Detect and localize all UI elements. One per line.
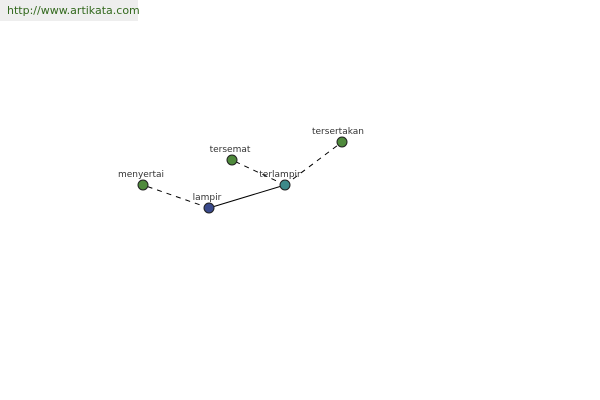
- edge-terlampir-tersertakan: [284, 141, 343, 186]
- watermark-url[interactable]: http://www.artikata.com: [0, 0, 140, 21]
- node-terlampir[interactable]: [279, 179, 291, 191]
- node-menyertai[interactable]: [137, 179, 149, 191]
- node-label-tersertakan: tersertakan: [312, 127, 364, 137]
- edge-lampir-menyertai: [142, 184, 210, 209]
- node-tersertakan[interactable]: [336, 136, 348, 148]
- node-label-tersemat: tersemat: [210, 145, 251, 155]
- node-label-lampir: lampir: [193, 193, 222, 203]
- node-label-menyertai: menyertai: [118, 170, 164, 180]
- node-tersemat[interactable]: [226, 154, 238, 166]
- node-lampir[interactable]: [203, 202, 215, 214]
- node-label-terlampir: terlampir: [259, 170, 301, 180]
- graph-nodes: lampir terlampir menyertai tersemat terserta…: [118, 127, 364, 214]
- edge-lampir-terlampir: [208, 184, 286, 209]
- graph-edges: [142, 141, 343, 209]
